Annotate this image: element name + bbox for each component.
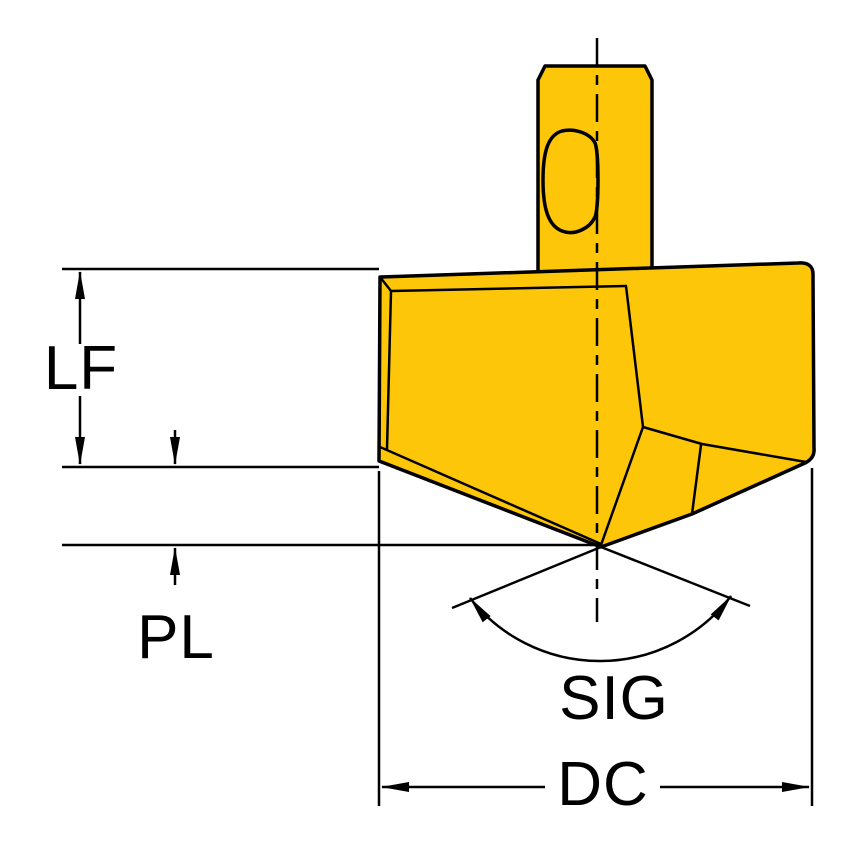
- flute-boundary-line: [624, 284, 645, 429]
- label-pl: PL: [137, 603, 215, 672]
- dc-dimension: DC: [377, 468, 814, 819]
- sig-angle-line-left: [451, 545, 602, 610]
- cutting-edge-line: [378, 445, 603, 546]
- right-facet-line: [641, 425, 808, 464]
- shank-notch: [541, 128, 600, 235]
- pl-dimension: PL: [62, 430, 600, 672]
- label-lf: LF: [44, 334, 118, 403]
- sig-dimension: SIG: [451, 545, 751, 733]
- sig-arc: [469, 595, 732, 663]
- center-facet-line: [599, 425, 645, 547]
- lf-dimension: LF: [44, 267, 379, 469]
- label-sig: SIG: [559, 664, 669, 733]
- right-corner-facet-line: [690, 443, 703, 516]
- sig-angle-line-right: [600, 545, 751, 608]
- insert-facet-lines: [378, 275, 808, 547]
- label-dc: DC: [557, 750, 649, 819]
- left-chamfer-line: [385, 289, 393, 451]
